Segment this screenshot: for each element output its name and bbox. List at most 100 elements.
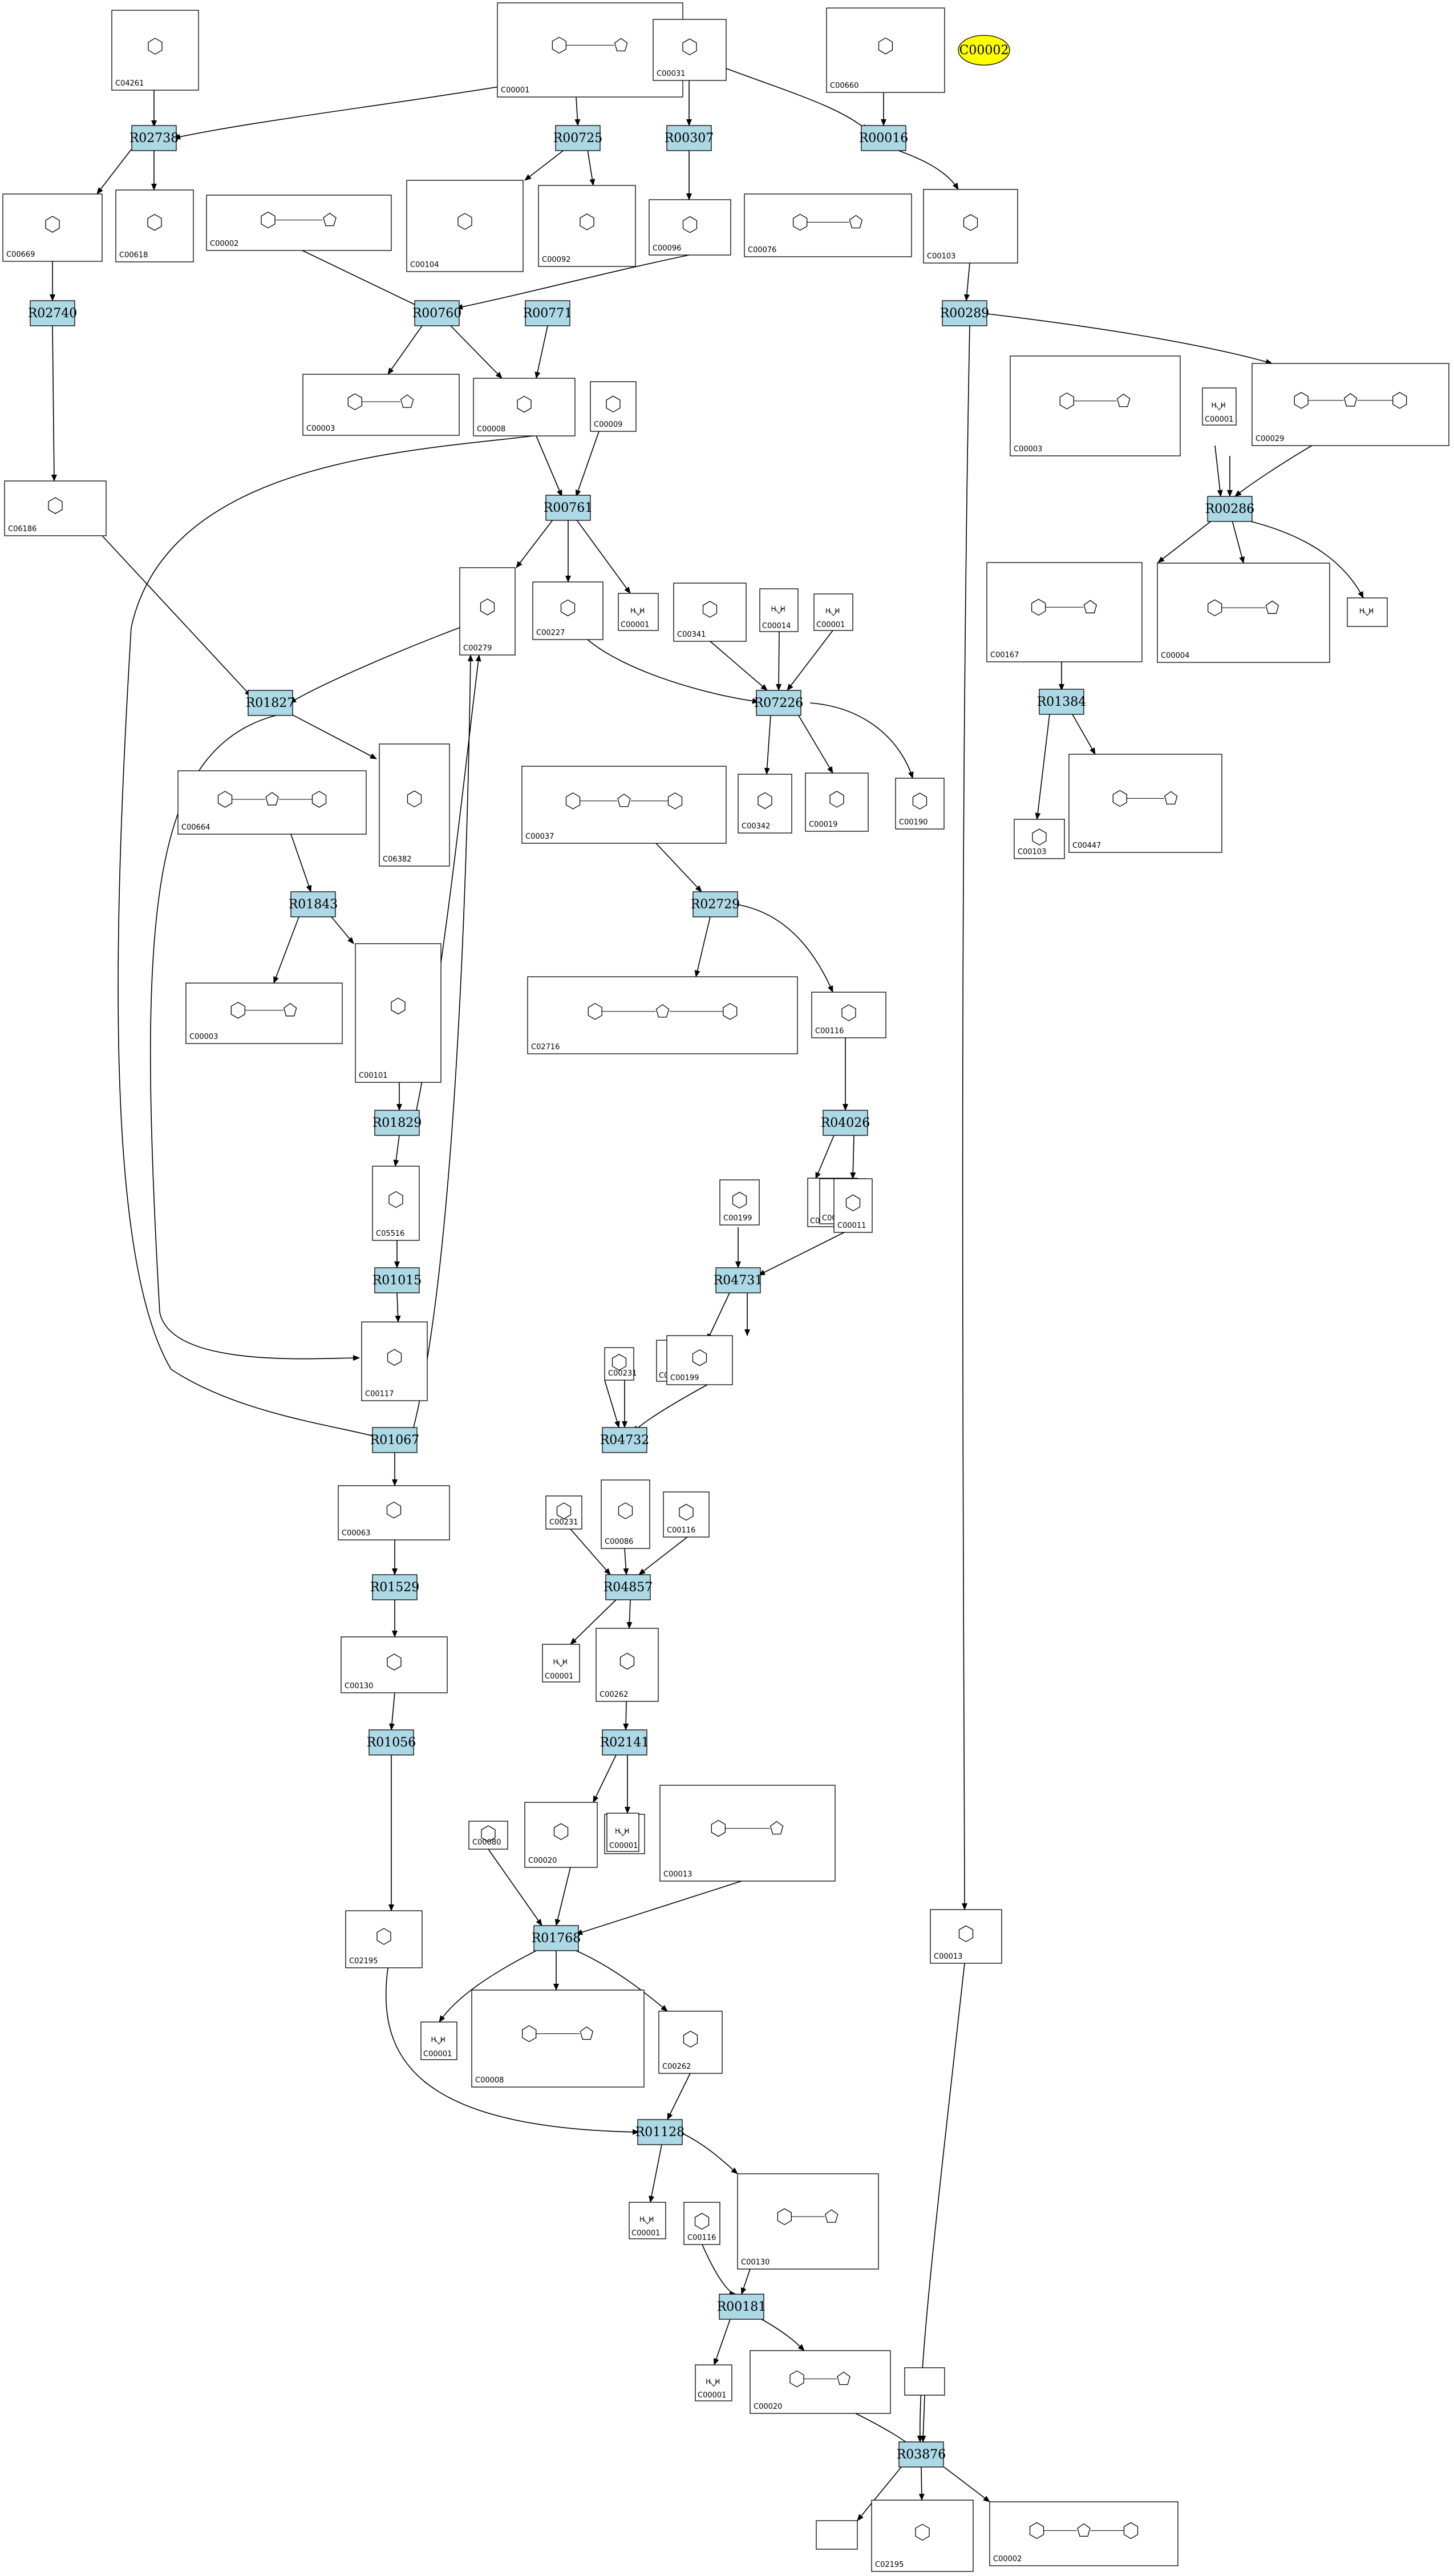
compound-node[interactable]: C02195	[345, 1910, 423, 1968]
compound-node[interactable]: C00231	[545, 1495, 582, 1530]
compound-node[interactable]: C00003	[1010, 355, 1181, 456]
compound-node[interactable]: C00013	[659, 1785, 836, 1882]
reaction-node[interactable]: R04857	[604, 1574, 653, 1600]
compound-node[interactable]: H H	[1347, 597, 1388, 627]
compound-node[interactable]: C00116	[683, 2202, 720, 2245]
compound-node[interactable]: C00003	[302, 374, 460, 436]
compound-node[interactable]: C00104	[406, 180, 524, 272]
compound-node[interactable]: C00080	[468, 1821, 508, 1850]
compound-node[interactable]: C00190	[895, 778, 945, 830]
compound-node[interactable]: C05516	[372, 1166, 420, 1241]
compound-node[interactable]: C00447	[1068, 754, 1222, 853]
compound-node[interactable]: C00029	[1252, 363, 1449, 446]
compound-node[interactable]: C00103	[1014, 819, 1065, 859]
compound-node[interactable]	[904, 2367, 945, 2396]
compound-node[interactable]: C00130	[737, 2173, 879, 2270]
compound-node[interactable]: C00199	[666, 1335, 733, 1385]
compound-node[interactable]: C00002	[989, 2501, 1178, 2566]
compound-node[interactable]: C00618	[115, 189, 194, 262]
compound-node[interactable]: C00019	[805, 773, 869, 832]
reaction-node[interactable]: R02729	[691, 891, 740, 917]
reaction-node[interactable]: R01843	[289, 891, 338, 917]
reaction-node[interactable]: R00761	[544, 495, 593, 521]
compound-node[interactable]: C00076	[744, 193, 912, 257]
reaction-node[interactable]: R04732	[600, 1427, 650, 1453]
compound-node[interactable]: C04261	[111, 10, 199, 91]
compound-node[interactable]: C00031	[653, 19, 727, 81]
compound-node[interactable]: C00020	[524, 1802, 598, 1868]
compound-node[interactable]: C00092	[538, 185, 636, 267]
compound-node[interactable]: C00262	[596, 1628, 659, 1702]
compound-node[interactable]: C00063	[338, 1485, 450, 1540]
compound-node[interactable]: C00103	[923, 189, 1018, 264]
reaction-node[interactable]: R02740	[28, 300, 78, 326]
compound-node[interactable]: C00262	[658, 2011, 723, 2074]
compound-node[interactable]: C06382	[379, 743, 450, 867]
reaction-node[interactable]: R01529	[370, 1574, 420, 1600]
reaction-node[interactable]: R04731	[714, 1267, 763, 1293]
reaction-node[interactable]: R00286	[1205, 496, 1255, 522]
compound-node[interactable]: C00037	[521, 766, 727, 844]
compound-node[interactable]: C00116	[663, 1491, 710, 1538]
compound-node[interactable]: C00008	[473, 378, 576, 436]
compound-node[interactable]: C00008	[471, 1989, 645, 2088]
compound-node[interactable]: C00130	[341, 1636, 448, 1693]
compound-node[interactable]: C00660	[826, 7, 945, 93]
reaction-node[interactable]: R00771	[523, 300, 573, 326]
reaction-node[interactable]: R02141	[600, 1729, 650, 1756]
compound-node[interactable]: C00199	[719, 1179, 760, 1226]
compound-node[interactable]: C00117	[361, 1321, 428, 1401]
reaction-node[interactable]: R00307	[665, 125, 714, 151]
compound-node[interactable]	[816, 2520, 858, 2550]
compound-node[interactable]: C00013	[930, 1909, 1002, 1964]
highlight-compound-node[interactable]: C00002	[958, 35, 1010, 66]
reaction-node[interactable]: R00760	[412, 300, 462, 326]
compound-node[interactable]: C00231	[604, 1347, 637, 1381]
compound-node[interactable]: C00096	[649, 199, 731, 256]
reaction-node[interactable]: R01768	[532, 1925, 581, 1951]
compound-node[interactable]: C00020	[750, 2350, 891, 2414]
compound-node[interactable]: C00116	[811, 992, 886, 1038]
compound-node[interactable]: C00227	[532, 581, 604, 640]
reaction-node[interactable]: R01128	[635, 2119, 685, 2145]
compound-node[interactable]: C00342	[738, 774, 792, 834]
reaction-node[interactable]: R01067	[370, 1427, 420, 1453]
reaction-node[interactable]: R03876	[897, 2441, 946, 2468]
reaction-node[interactable]: R01829	[372, 1110, 422, 1136]
compound-node[interactable]: C00001	[497, 2, 683, 98]
compound-node[interactable]: C00004	[1157, 563, 1330, 663]
compound-node[interactable]: C02716	[527, 976, 798, 1054]
compound-node[interactable]: C00009	[590, 381, 637, 432]
compound-node[interactable]: C00669	[2, 193, 103, 262]
reaction-node[interactable]: R01015	[372, 1267, 422, 1293]
compound-node[interactable]: C00341	[673, 583, 747, 642]
reaction-node[interactable]: R07226	[754, 690, 804, 716]
compound-node[interactable]: C00086	[601, 1479, 650, 1549]
reaction-node[interactable]: R01384	[1037, 689, 1087, 715]
compound-node[interactable]: C00664	[177, 770, 367, 835]
reaction-node[interactable]: R04026	[821, 1110, 870, 1136]
compound-node[interactable]: C00279	[459, 567, 516, 656]
compound-node[interactable]: C00003	[185, 982, 343, 1044]
reaction-node[interactable]: R00725	[553, 125, 603, 151]
reaction-node[interactable]: R00181	[717, 2294, 767, 2320]
compound-node[interactable]: C00101	[355, 943, 442, 1083]
compound-node[interactable]: C02195	[871, 2500, 974, 2572]
reaction-node[interactable]: R01056	[367, 1729, 416, 1756]
compound-node[interactable]: C00002	[206, 195, 392, 251]
compound-node[interactable]: C00011	[833, 1178, 873, 1233]
reaction-node[interactable]: R00289	[940, 300, 990, 326]
compound-node[interactable]: C06186	[4, 480, 107, 536]
reaction-node[interactable]: R00016	[859, 125, 909, 151]
reaction-node[interactable]: R02738	[129, 125, 179, 151]
reaction-node[interactable]: R01827	[246, 690, 295, 716]
